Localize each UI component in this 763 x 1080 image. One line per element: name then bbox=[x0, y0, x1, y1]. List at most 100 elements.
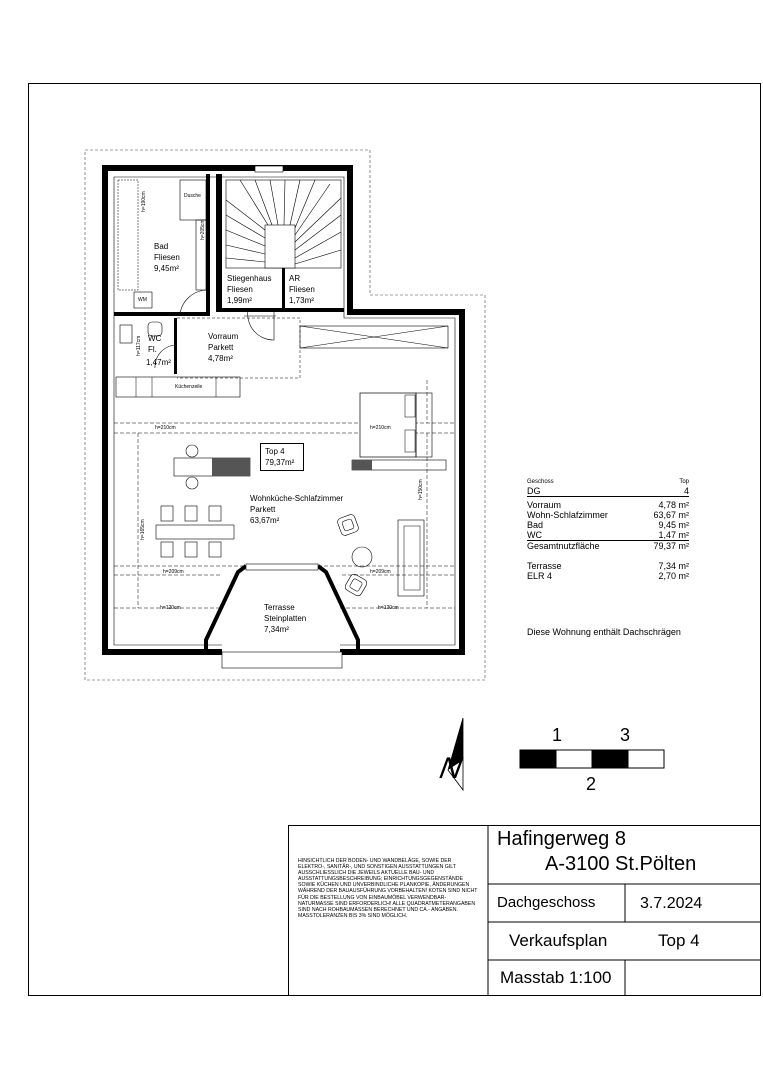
room-ar-name: AR bbox=[289, 274, 301, 283]
scale-number-3: 3 bbox=[620, 725, 631, 745]
room-wc-name: WC bbox=[148, 334, 162, 343]
dining-table bbox=[155, 505, 235, 558]
bed bbox=[359, 392, 417, 458]
title-block bbox=[288, 825, 761, 996]
disclaimer-text: Hinsichtlich der Boden- und Wandbeläge, … bbox=[298, 858, 478, 919]
height-shower: h=205cm bbox=[200, 219, 206, 240]
shower-glass bbox=[195, 219, 207, 291]
room-bad-name: Bad bbox=[154, 242, 169, 251]
top-name: Top 4 bbox=[265, 447, 285, 456]
skylight bbox=[299, 325, 449, 349]
bath-wall-right bbox=[206, 174, 210, 314]
room-terrasse-area: 7,34m² bbox=[264, 625, 289, 634]
scale-bar bbox=[519, 749, 665, 769]
terrace-wall-right bbox=[316, 564, 360, 652]
kuechenzeile-label: Küchenzeile bbox=[175, 384, 203, 390]
plan-scale: Masstab 1:100 bbox=[500, 968, 612, 987]
terrace-front bbox=[221, 651, 343, 669]
terrace-door bbox=[245, 563, 319, 571]
ar-wall bbox=[282, 268, 285, 310]
room-terrasse-floor: Steinplatten bbox=[264, 614, 307, 623]
outer-wall bbox=[102, 165, 465, 655]
height-wc: h=117cm bbox=[136, 335, 142, 356]
room-dusche-label: Dusche bbox=[184, 193, 201, 199]
scale-number-2: 2 bbox=[586, 774, 597, 794]
col-geschoss: Geschoss bbox=[527, 479, 554, 485]
plan-type: Verkaufsplan bbox=[509, 931, 608, 950]
entry-door-swing bbox=[247, 309, 275, 341]
title-block-grid bbox=[487, 825, 761, 996]
stair-window bbox=[254, 165, 284, 173]
armchair-2 bbox=[344, 573, 368, 597]
room-wc-area: 1,47m² bbox=[146, 358, 171, 367]
room-bad-floor: Fliesen bbox=[154, 253, 180, 262]
height-210-right: h=210cm bbox=[370, 425, 391, 431]
area-table-header: Geschoss Top bbox=[527, 478, 689, 486]
room-stiegenhaus-name: Stiegenhaus bbox=[227, 274, 272, 283]
outer-boundary-dashed bbox=[84, 149, 486, 681]
bath-bottom-wall bbox=[114, 312, 210, 316]
room-ar-area: 1,73m² bbox=[289, 296, 314, 305]
room-wm-label: WM bbox=[138, 297, 147, 303]
height-210-left: h=210cm bbox=[155, 425, 176, 431]
room-wohn-name: Wohnküche-Schlafzimmer bbox=[250, 494, 344, 503]
unit-name: Top 4 bbox=[658, 931, 700, 950]
geschoss-value: DG bbox=[527, 486, 541, 496]
height-209-left: h=209cm bbox=[163, 569, 184, 575]
inner-wall-line bbox=[113, 176, 456, 646]
room-stiegenhaus-area: 1,99m² bbox=[227, 296, 252, 305]
shower bbox=[179, 179, 207, 221]
sofa bbox=[397, 519, 425, 597]
height-120-right: h=120cm bbox=[378, 605, 399, 611]
kitchen-counter bbox=[115, 376, 241, 398]
scale-number-1: 1 bbox=[552, 725, 563, 745]
side-table bbox=[351, 546, 373, 568]
drawing-frame bbox=[28, 83, 761, 996]
room-bad-area: 9,45m² bbox=[154, 264, 179, 273]
wc-door-swing bbox=[154, 344, 178, 369]
room-vorraum-area: 4,78m² bbox=[208, 354, 233, 363]
room-wc-floor: Fl. bbox=[148, 345, 157, 354]
room-stiegenhaus-floor: Fliesen bbox=[227, 285, 253, 294]
top-area: 79,37m² bbox=[265, 458, 295, 467]
wc-right-wall bbox=[174, 318, 177, 374]
stairwell-wall bbox=[216, 174, 222, 312]
room-wohn-floor: Parkett bbox=[250, 505, 276, 514]
height-120-left: h=120cm bbox=[160, 605, 181, 611]
staircase bbox=[225, 179, 342, 269]
wc-sink bbox=[119, 324, 133, 344]
floor-name: Dachgeschoss bbox=[497, 894, 596, 911]
terrace-wall-left bbox=[204, 564, 248, 652]
room-wohn-area: 63,67m² bbox=[250, 516, 280, 525]
north-arrow-icon bbox=[447, 717, 464, 792]
room-vorraum-floor: Parkett bbox=[208, 343, 234, 352]
address-city: A-3100 St.Pölten bbox=[545, 853, 697, 875]
top-label-box bbox=[260, 443, 304, 471]
bath-cabinet bbox=[117, 179, 139, 291]
terrace bbox=[222, 568, 340, 652]
armchair bbox=[337, 514, 359, 536]
bath-door-swing bbox=[179, 289, 209, 315]
col-top: Top bbox=[679, 479, 689, 485]
top-value: 4 bbox=[683, 486, 689, 496]
height-165: h=165cm bbox=[140, 519, 146, 540]
height-209-right: h=209cm bbox=[370, 569, 391, 575]
room-ar-floor: Fliesen bbox=[289, 285, 315, 294]
slope-note: Diese Wohnung enthält Dachschrägen bbox=[527, 627, 681, 637]
height-bad: h=190cm bbox=[141, 191, 147, 212]
room-vorraum-name: Vorraum bbox=[208, 332, 239, 341]
room-terrasse-name: Terrasse bbox=[264, 603, 295, 612]
height-150: h=150cm bbox=[418, 479, 424, 500]
plan-date: 3.7.2024 bbox=[640, 895, 703, 912]
address-street: Hafingerweg 8 bbox=[497, 828, 626, 850]
wm-box bbox=[133, 291, 153, 309]
